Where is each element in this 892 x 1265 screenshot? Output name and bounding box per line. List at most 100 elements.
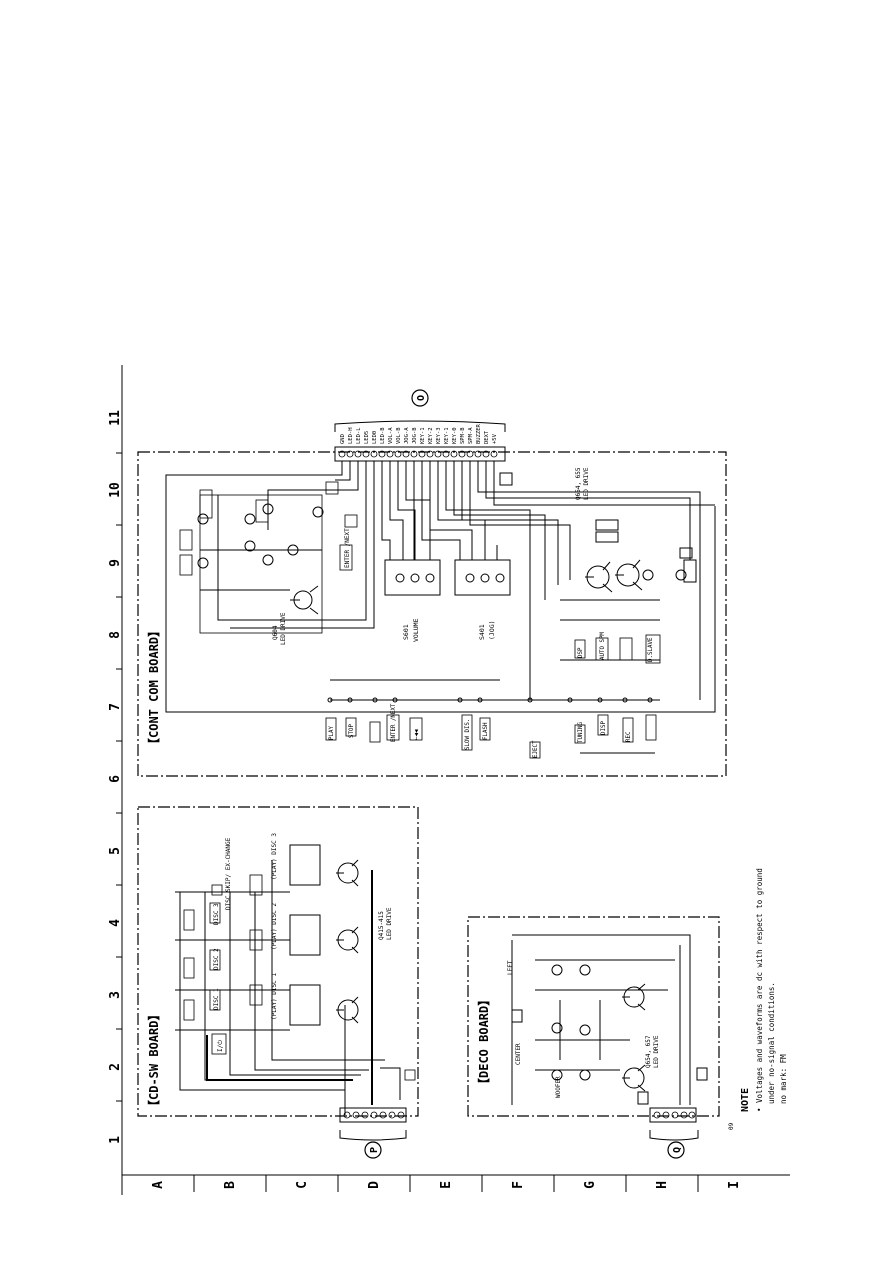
deco-woofer-label: WOOFER [555, 1076, 562, 1098]
row-label-E: E [439, 1181, 454, 1189]
led-drive-2-text: LED DRIVE [583, 467, 590, 500]
disc2-label: DISC 2 [213, 948, 220, 970]
cont-com-board-outline [137, 451, 727, 777]
btn-d-slave-label: D.SLAVE [648, 637, 654, 662]
disc1-label: DISC 1 [213, 988, 220, 1010]
encoder-labels: S601 VOLUME S401 (JOG) [402, 618, 496, 642]
pin-label-0: GND [340, 434, 346, 444]
deco-led-drive-text: LED DRIVE [653, 1035, 660, 1068]
vol-name: VOLUME [412, 618, 420, 642]
row-label-H: H [655, 1181, 670, 1189]
btn-play-label: PLAY [329, 726, 335, 740]
btn-disp-label: DISP [601, 721, 607, 735]
row-label-A: A [151, 1181, 166, 1189]
btn-prev-label: ←◀◀ [414, 729, 420, 740]
note-text-3: no mark: FM [779, 1054, 788, 1104]
led-drive-1-ref: Q604 [272, 625, 279, 640]
pin-label-10: KEY-1 [420, 427, 426, 444]
col-label-2: 2 [108, 1063, 123, 1071]
led-disc3-label: (PLAY) DISC 3 [271, 833, 278, 880]
cont-com-leds-left [197, 494, 324, 634]
cont-com-led-drive-label: Q604 LED DRIVE ENTER /NEXT [272, 528, 351, 645]
row-label-B: B [223, 1181, 238, 1189]
btn-next-b-label: ENTER /NEXT [391, 703, 397, 742]
cont-com-switch-row [327, 619, 660, 754]
pin-label-8: JOG-A [404, 427, 410, 444]
btn-slow-dis-label: SLOW DIS. [465, 719, 471, 750]
connector-q-label: Q [672, 1147, 683, 1153]
grid-column-ticks [116, 452, 122, 1102]
row-label-D: D [367, 1181, 382, 1189]
col-label-1: 1 [108, 1136, 123, 1144]
connector-p: P [339, 1107, 407, 1159]
deco-led-drive-ref: Q654, 657 [645, 1035, 652, 1068]
jog-name: (JOG) [488, 620, 496, 640]
board-outlines [137, 451, 727, 1117]
grid-frame [121, 365, 790, 1195]
connector-q: Q [649, 1107, 699, 1159]
grid-column-labels: 1 2 3 4 5 6 7 8 9 10 11 [108, 410, 123, 1144]
board-titles: 【CONT COM BOARD】 【CD-SW BOARD】 【DECO BOA… [146, 625, 491, 1112]
grid-row-labels: A B C D E F G H I [151, 1181, 742, 1189]
btn-eject-label: EJECT [533, 740, 539, 758]
row-label-C: C [295, 1181, 310, 1189]
col-label-10: 10 [108, 482, 123, 498]
pin-label-15: SPM-B [460, 427, 466, 444]
connector-o: O [334, 389, 506, 462]
row-label-I: I [727, 1181, 742, 1189]
row-label-F: F [511, 1181, 526, 1189]
disc3-label: DISC 3 [213, 903, 220, 925]
led-drive-1-text: LED DRIVE [280, 612, 287, 645]
cont-com-board-title: 【CONT COM BOARD】 [146, 625, 161, 750]
row-label-G: G [583, 1181, 598, 1189]
cont-com-button-labels: PLAY STOP ENTER /NEXT ←◀◀ SLOW DIS. FLAS… [329, 632, 654, 758]
pin-label-1: LED-H [348, 427, 354, 444]
deco-board-title: 【DECO BOARD】 [476, 994, 491, 1090]
deco-center-label: CENTER [515, 1043, 522, 1065]
led-disc2-label: (PLAY) DISC 2 [271, 903, 278, 950]
cd-sw-board-outline [137, 806, 419, 1117]
pin-label-17: BUZZER [476, 423, 482, 444]
connector-p-label: P [369, 1147, 380, 1153]
btn-dsp-label: DSP [578, 647, 584, 658]
pin-label-5: LED-B [380, 427, 386, 444]
cd-sw-heavy-wiring [206, 870, 373, 1105]
cd-sw-button-boxes [183, 874, 416, 1081]
col-label-5: 5 [108, 847, 123, 855]
cont-com-wiring [165, 461, 716, 713]
pin-label-16: SPM-A [468, 427, 474, 444]
disc-skip-label: DISC SKIP/ EX-CHANGE [225, 837, 232, 910]
deco-leds [511, 964, 708, 1105]
pin-label-12: KEY-3 [436, 427, 442, 444]
pin-label-3: LED5 [364, 431, 370, 444]
sw-vol-ref: S601 [402, 624, 410, 640]
note-title: NOTE [740, 1088, 751, 1112]
note-block: NOTE • Voltages and waveforms are dc wit… [740, 868, 788, 1112]
col-label-8: 8 [108, 631, 123, 639]
pin-label-11: KEY-2 [428, 427, 434, 444]
cd-sw-board-title: 【CD-SW BOARD】 [146, 1009, 161, 1112]
col-label-7: 7 [108, 703, 123, 711]
col-label-9: 9 [108, 559, 123, 567]
pin-label-2: LED-L [356, 427, 362, 444]
deco-left-label: LEFT [507, 960, 514, 975]
enter-next-label: ENTER /NEXT [344, 528, 351, 568]
cont-com-left-button-boxes [179, 481, 358, 576]
pin-label-6: VOL-A [388, 427, 394, 444]
btn-tuning-label: TUNING [578, 722, 584, 743]
pin-label-4: LED0 [372, 431, 378, 444]
deco-wiring [511, 934, 691, 1105]
note-text-2: under no-signal conditions. [767, 982, 776, 1104]
volume-encoder [384, 545, 441, 596]
pin-label-14: KEY-0 [452, 427, 458, 444]
col-label-11: 11 [108, 410, 123, 426]
page-doc-id: 09 [728, 1122, 735, 1130]
pin-label-9: JOG-B [412, 427, 418, 444]
jog-encoder [454, 545, 511, 596]
q-drive-text: LED DRIVE [386, 907, 393, 940]
pin-label-19: +5V [492, 433, 498, 444]
cont-com-button-boxes [325, 634, 661, 759]
pin-label-13: KEY-1 [444, 427, 450, 444]
